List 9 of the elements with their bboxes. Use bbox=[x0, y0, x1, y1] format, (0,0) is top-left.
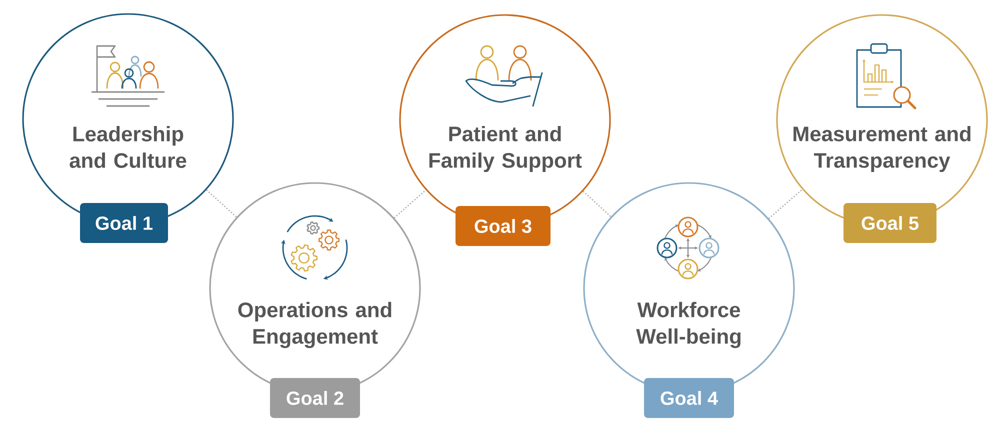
goal-badge: Goal 1 bbox=[80, 203, 168, 243]
dotted-connector bbox=[768, 188, 803, 220]
dotted-connector bbox=[394, 190, 426, 218]
goal-badge: Goal 5 bbox=[844, 203, 936, 243]
dotted-connector bbox=[582, 190, 612, 218]
goal-badge: Goal 4 bbox=[644, 378, 734, 418]
goal-badge: Goal 3 bbox=[456, 206, 550, 246]
dotted-connector bbox=[206, 189, 237, 218]
goal-badge: Goal 2 bbox=[270, 378, 360, 418]
